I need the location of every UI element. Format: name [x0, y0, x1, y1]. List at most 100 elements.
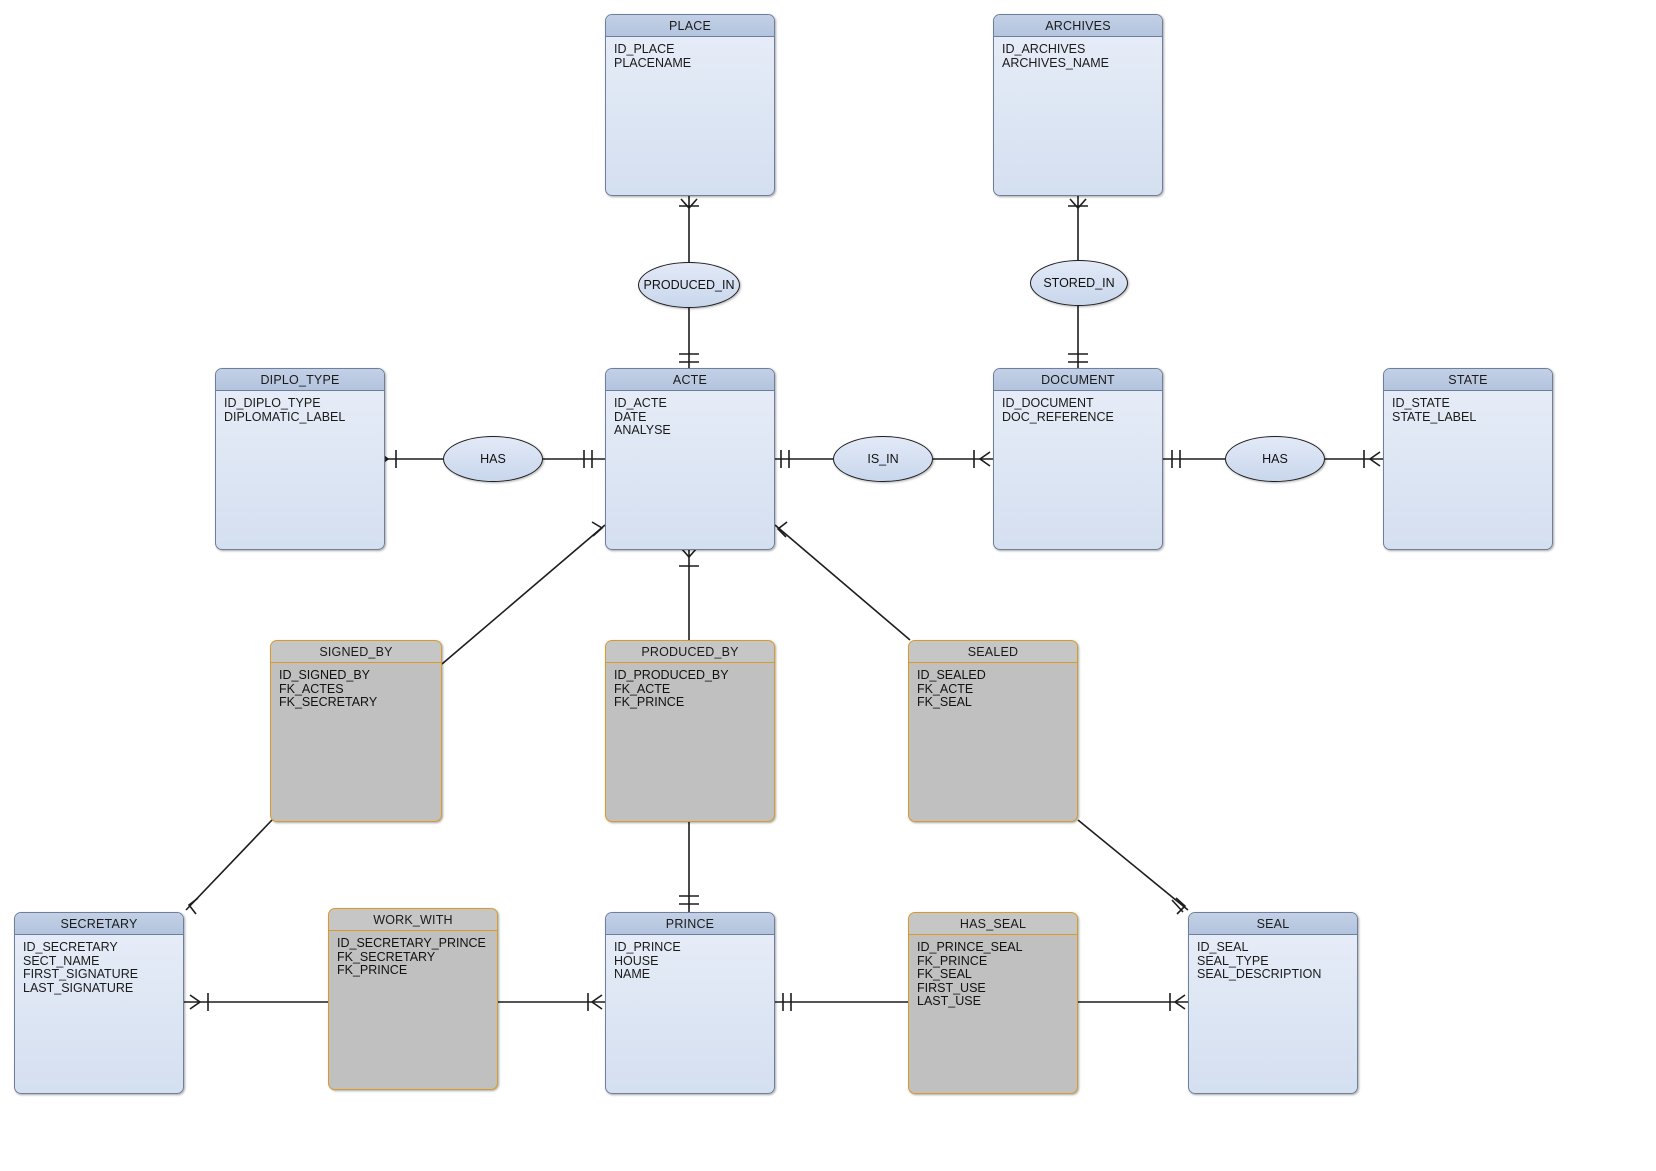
- attribute: ID_SEALED: [917, 668, 986, 682]
- attribute: FIRST_USE: [917, 980, 986, 995]
- attribute: ANALYSE: [614, 423, 671, 438]
- attribute: LAST_SIGNATURE: [23, 980, 134, 995]
- attribute: ID_PRINCE: [614, 940, 681, 954]
- entity-title-has_seal: HAS_SEAL: [909, 913, 1077, 935]
- entity-title-sealed: SEALED: [909, 641, 1077, 663]
- crowsfoot-acte-sealed: [776, 521, 788, 538]
- entity-title-work_with: WORK_WITH: [329, 909, 497, 931]
- entity-title-signed_by: SIGNED_BY: [271, 641, 441, 663]
- entity-title-secretary: SECRETARY: [15, 913, 183, 935]
- attribute: ID_SECRETARY: [23, 940, 118, 954]
- attribute: ID_ACTE: [614, 396, 667, 410]
- attribute: DOC_REFERENCE: [1002, 409, 1114, 424]
- relationship-has_state[interactable]: HAS: [1225, 436, 1325, 482]
- attribute: FK_PRINCE: [917, 953, 988, 968]
- attribute: ID_SECRETARY_PRINCE: [337, 936, 486, 950]
- attribute: ID_DOCUMENT: [1002, 396, 1094, 410]
- crowsfoot-archives: [1069, 198, 1087, 210]
- relationship-produced_in[interactable]: PRODUCED_IN: [638, 262, 740, 308]
- crowsfoot-document-left: [978, 451, 991, 467]
- entity-title-archives: ARCHIVES: [994, 15, 1162, 37]
- entity-title-state: STATE: [1384, 369, 1552, 391]
- entity-title-document: DOCUMENT: [994, 369, 1162, 391]
- attribute: ID_PLACE: [614, 42, 675, 56]
- entity-title-prince: PRINCE: [606, 913, 774, 935]
- attribute: NAME: [614, 967, 651, 982]
- crowsfoot-state: [1368, 451, 1381, 467]
- edge-acte-sealed: [774, 524, 911, 641]
- relationship-has_type[interactable]: HAS: [443, 436, 543, 482]
- attribute: FK_SECRETARY: [279, 695, 378, 710]
- attribute: PLACENAME: [614, 55, 692, 70]
- entity-title-diplo_type: DIPLO_TYPE: [216, 369, 384, 391]
- attribute: FK_ACTE: [917, 681, 974, 696]
- edge-signed_by-secretary: [185, 819, 273, 911]
- crowsfoot-prince-left: [590, 994, 603, 1010]
- attribute: ID_STATE: [1392, 396, 1450, 410]
- attribute: DATE: [614, 409, 647, 424]
- crowsfoot-seal-left: [1173, 994, 1186, 1010]
- attribute: ID_SIGNED_BY: [279, 668, 371, 682]
- relationship-label: STORED_IN: [1043, 276, 1115, 290]
- relationship-label: HAS: [480, 452, 506, 466]
- attribute: ID_SEAL: [1197, 940, 1249, 954]
- entity-title-place: PLACE: [606, 15, 774, 37]
- crowsfoot-sealed-seal: [1175, 897, 1187, 915]
- attribute: FK_PRINCE: [614, 695, 685, 710]
- crowsfoot-signed_by-secretary: [187, 897, 199, 915]
- attribute: SEAL_DESCRIPTION: [1197, 967, 1322, 982]
- attribute: DIPLOMATIC_LABEL: [224, 409, 346, 424]
- attribute: FK_SECRETARY: [337, 949, 436, 964]
- entity-title-produced_by: PRODUCED_BY: [606, 641, 774, 663]
- attribute: FIRST_SIGNATURE: [23, 967, 139, 982]
- attribute: SECT_NAME: [23, 953, 100, 968]
- edge-acte-signed_by: [441, 524, 606, 665]
- attribute: FK_ACTES: [279, 681, 344, 696]
- entity-title-seal: SEAL: [1189, 913, 1357, 935]
- attribute: SEAL_TYPE: [1197, 953, 1269, 968]
- tick-seal-diag: [1171, 899, 1184, 913]
- attribute: ID_DIPLO_TYPE: [224, 396, 321, 410]
- entity-title-acte: ACTE: [606, 369, 774, 391]
- attribute: FK_ACTE: [614, 681, 671, 696]
- relationship-label: PRODUCED_IN: [643, 278, 735, 292]
- relationship-is_in[interactable]: IS_IN: [833, 436, 933, 482]
- attribute: HOUSE: [614, 953, 659, 968]
- attribute: ID_PRODUCED_BY: [614, 668, 729, 682]
- relationship-stored_in[interactable]: STORED_IN: [1030, 260, 1128, 306]
- relationship-label: HAS: [1262, 452, 1288, 466]
- attribute: FK_SEAL: [917, 695, 972, 710]
- attribute: ARCHIVES_NAME: [1002, 55, 1109, 70]
- attribute: STATE_LABEL: [1392, 409, 1477, 424]
- attribute: LAST_USE: [917, 994, 981, 1009]
- crowsfoot-place: [680, 198, 698, 210]
- attribute: FK_PRINCE: [337, 963, 408, 978]
